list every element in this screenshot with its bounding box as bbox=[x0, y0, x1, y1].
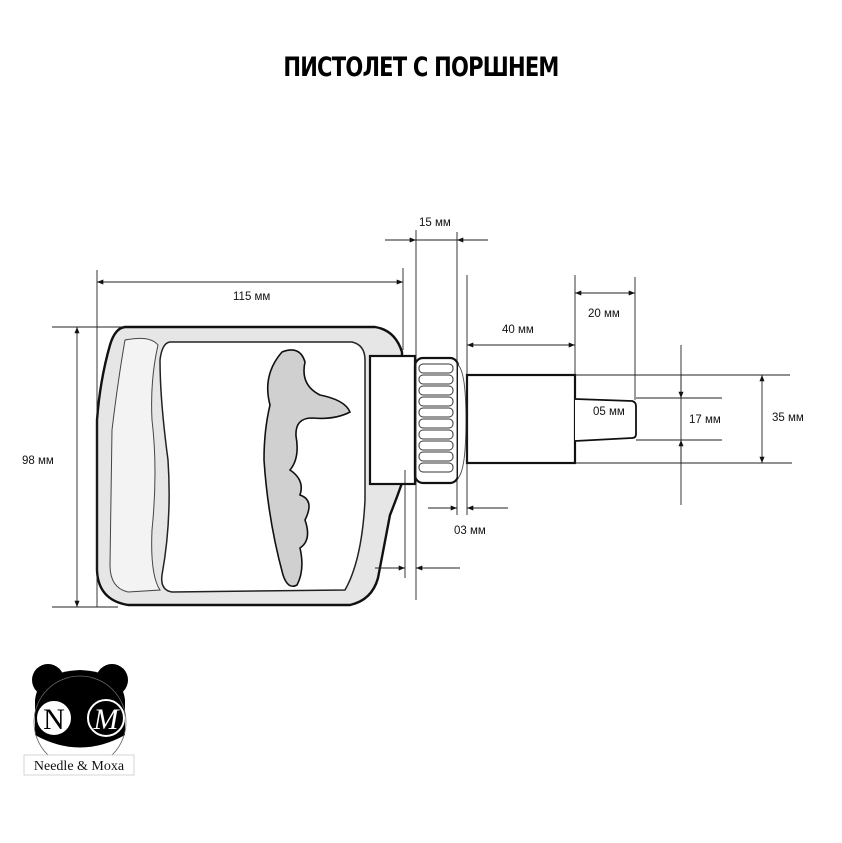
gun-handle bbox=[95, 325, 404, 607]
diagram-title: ПИСТОЛЕТ С ПОРШНЕМ bbox=[283, 52, 559, 83]
dim-label-17: 17 мм bbox=[689, 414, 721, 426]
dim-label-03: 03 мм bbox=[454, 525, 486, 537]
dimension-arrows bbox=[74, 237, 765, 607]
dim-label-05: 05 мм bbox=[593, 406, 625, 418]
dim-label-115: 115 мм bbox=[233, 291, 270, 303]
cylinder bbox=[465, 373, 577, 465]
knurled-nut bbox=[413, 356, 467, 485]
logo-letter-m: M bbox=[93, 703, 121, 736]
trigger bbox=[263, 349, 352, 588]
collar bbox=[368, 354, 417, 486]
logo-text: Needle & Moxa bbox=[34, 759, 125, 774]
dim-label-35: 35 мм bbox=[772, 412, 804, 424]
dim-label-40: 40 мм bbox=[502, 324, 534, 336]
needle-moxa-logo: N M Needle & Moxa bbox=[23, 664, 135, 776]
dim-label-20: 20 мм bbox=[588, 308, 620, 320]
nozzle bbox=[574, 398, 637, 442]
dim-label-15: 15 мм bbox=[419, 217, 451, 229]
logo-letter-n: N bbox=[43, 703, 65, 736]
dim-label-98: 98 мм bbox=[22, 455, 54, 467]
extension-lines bbox=[52, 230, 792, 608]
